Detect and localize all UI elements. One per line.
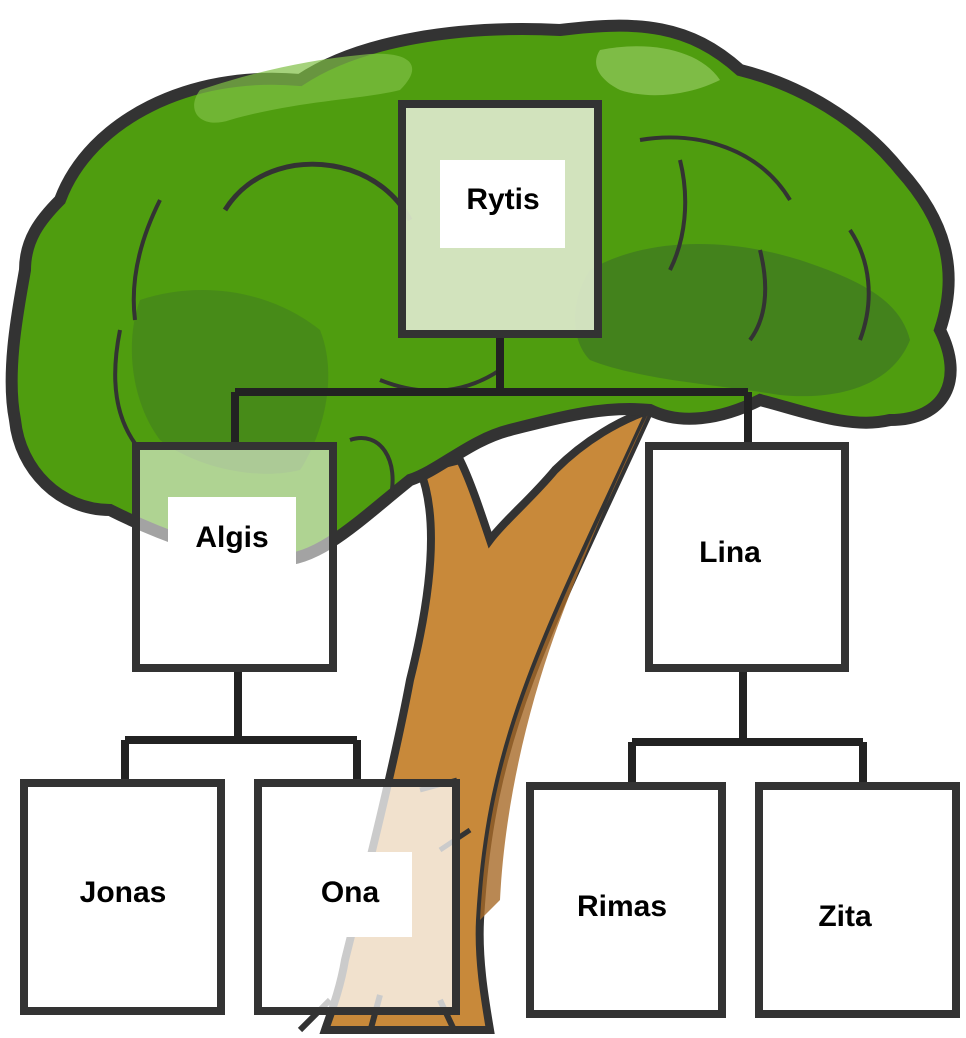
- box-jonas: [20, 779, 225, 1015]
- label-bg-algis: [168, 497, 296, 585]
- person-name-root: Rytis: [466, 183, 540, 216]
- person-name-ona: Ona: [320, 876, 380, 909]
- branch-stroke: [668, 159, 688, 271]
- box-lina: [645, 442, 849, 672]
- branch-stroke: [639, 135, 792, 202]
- person-name-zita: Zita: [818, 900, 872, 933]
- connectors: [121, 335, 867, 785]
- branch-stroke: [113, 329, 142, 452]
- trunk-shadow: [480, 410, 650, 920]
- branch-stroke: [349, 436, 395, 501]
- label-bg-ona: [302, 852, 412, 937]
- foliage-shadow-left: [131, 290, 329, 474]
- foliage-highlight-small: [596, 46, 720, 96]
- box-rimas: [526, 782, 726, 1018]
- foliage: [5, 19, 957, 567]
- person-name-lina: Lina: [699, 536, 761, 569]
- box-zita: [755, 782, 960, 1018]
- person-name-jonas: Jonas: [79, 876, 167, 909]
- branch-stroke: [222, 161, 413, 222]
- person-name-rimas: Rimas: [576, 890, 668, 923]
- branch-stroke: [131, 199, 162, 321]
- foliage-shadow-right: [575, 243, 910, 397]
- person-name-algis: Algis: [195, 521, 269, 554]
- branch-stroke: [748, 249, 768, 342]
- boxes: [20, 100, 960, 1018]
- label-bg-root: [440, 160, 565, 248]
- foliage-highlight: [194, 53, 413, 123]
- branch-stroke: [848, 228, 871, 341]
- box-algis: [132, 442, 337, 672]
